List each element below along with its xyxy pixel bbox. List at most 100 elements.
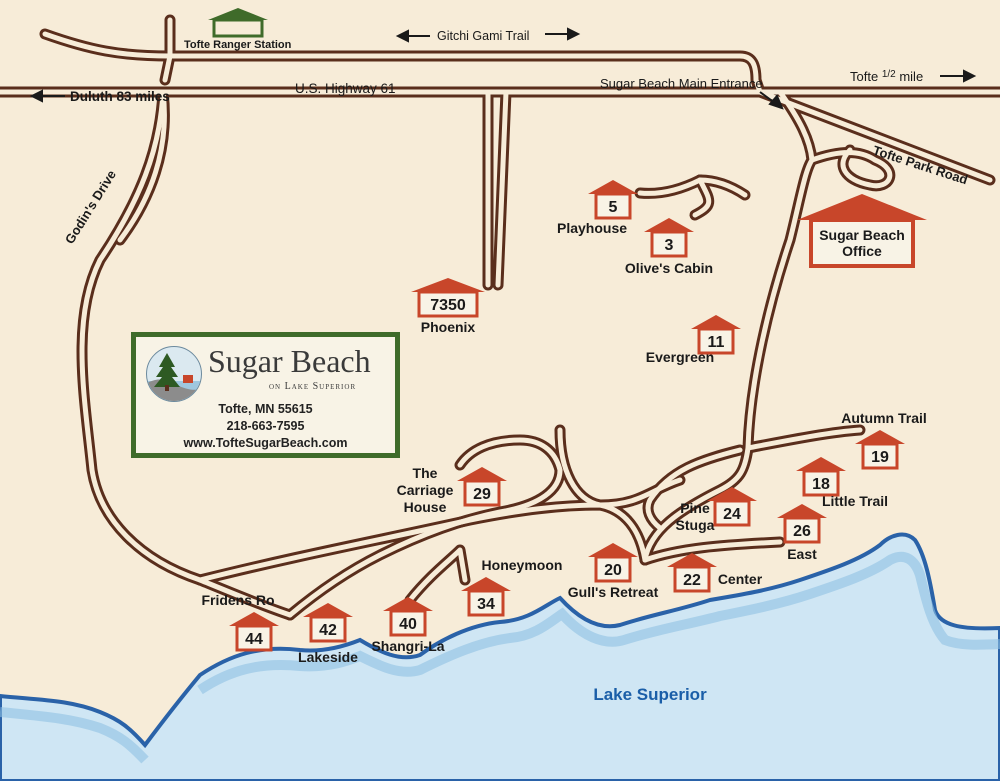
cabin-number-box bbox=[594, 555, 632, 583]
direction-arrows bbox=[29, 27, 977, 110]
cabin-roof-icon bbox=[796, 457, 846, 471]
lake-superior-water bbox=[0, 532, 1000, 781]
cabin-number-box bbox=[802, 469, 840, 497]
cabin-number: 24 bbox=[723, 506, 741, 523]
cabin-number-box bbox=[417, 290, 479, 318]
cabin-number: 19 bbox=[871, 449, 889, 466]
office-line1: Sugar Beach bbox=[819, 227, 905, 243]
ranger-station-label: Tofte Ranger Station bbox=[184, 39, 292, 51]
cabin-roof-icon bbox=[303, 603, 353, 617]
cabin-roof-icon bbox=[691, 315, 741, 329]
cabin-number: 26 bbox=[793, 523, 811, 540]
cabin-name: Phoenix bbox=[421, 319, 476, 335]
cabin-number: 18 bbox=[812, 476, 830, 493]
cabin-number: 3 bbox=[665, 237, 674, 254]
logo-contact: Tofte, MN 55615 218-663-7595 www.TofteSu… bbox=[136, 401, 395, 452]
cabin-number: 22 bbox=[683, 572, 701, 589]
tree-cabin-emblem-icon bbox=[146, 346, 202, 402]
cabin-number: 11 bbox=[708, 334, 725, 351]
cabin-34[interactable]: 34 Honeymoon bbox=[461, 557, 563, 617]
cabin-number-box bbox=[389, 609, 427, 637]
cabin-number: 44 bbox=[245, 631, 263, 648]
cabin-number-box bbox=[594, 192, 632, 220]
cabin-roof-icon bbox=[457, 467, 507, 481]
cabin-number-box bbox=[463, 479, 501, 507]
cabin-number-box bbox=[861, 442, 899, 470]
sugar-beach-office[interactable]: Sugar Beach Office bbox=[797, 194, 927, 268]
logo-address: Tofte, MN 55615 bbox=[218, 402, 313, 416]
logo-phone: 218-663-7595 bbox=[226, 419, 305, 433]
logo-website[interactable]: www.TofteSugarBeach.com bbox=[183, 436, 348, 450]
cabin-name: Playhouse bbox=[557, 220, 627, 236]
cabin-number-box bbox=[309, 615, 347, 643]
cabin-roof-icon bbox=[411, 278, 485, 292]
cabin-name: Center bbox=[718, 571, 763, 587]
cabin-name: Gull's Retreat bbox=[568, 584, 659, 600]
logo-subtitle: on Lake Superior bbox=[269, 381, 357, 392]
road-network bbox=[0, 14, 1000, 621]
cabin-name: East bbox=[787, 546, 817, 562]
cabin-name: Olive's Cabin bbox=[625, 260, 713, 276]
cabin-19[interactable]: 19 Autumn Trail bbox=[841, 410, 927, 470]
cabin-roof-icon bbox=[461, 577, 511, 591]
cabin-name: Little Trail bbox=[822, 493, 888, 509]
cabin-name: Fridens Ro bbox=[201, 592, 274, 608]
cabin-roof-icon bbox=[383, 597, 433, 611]
sugar-beach-logo-card: Sugar Beach on Lake Superior Tofte, MN 5… bbox=[131, 332, 400, 458]
gitchi-gami-label: Gitchi Gami Trail bbox=[437, 29, 529, 43]
office-line2: Office bbox=[842, 243, 882, 259]
cabin-44[interactable]: 44 Fridens Ro bbox=[201, 592, 279, 652]
cabin-number-box bbox=[650, 230, 688, 258]
cabin-roof-icon bbox=[707, 487, 757, 501]
cabin-22[interactable]: 22 Center bbox=[667, 553, 763, 593]
cabin-number-box bbox=[673, 565, 711, 593]
cabin-roof-icon bbox=[777, 504, 827, 518]
cabin-number-box bbox=[697, 327, 735, 355]
duluth-label: Duluth 83 miles bbox=[70, 89, 170, 104]
cabin-name: Honeymoon bbox=[482, 557, 563, 573]
main-entrance-label: Sugar Beach Main Entrance bbox=[600, 76, 763, 91]
ranger-station-icon bbox=[208, 8, 268, 38]
cabin-name: Autumn Trail bbox=[841, 410, 927, 426]
cabin-number-box bbox=[713, 499, 751, 527]
cabin-roof-icon bbox=[229, 612, 279, 626]
cabin-roof-icon bbox=[588, 180, 638, 194]
cabin-number-box bbox=[783, 516, 821, 544]
cabin-number-box bbox=[235, 624, 273, 652]
cabin-number: 42 bbox=[319, 622, 337, 639]
cabin-number-box bbox=[467, 589, 505, 617]
tofte-distance-label: Tofte 1/2 mile bbox=[850, 65, 923, 84]
cabin-roof-icon bbox=[667, 553, 717, 567]
cabin-roof-icon bbox=[644, 218, 694, 232]
cabin-number: 34 bbox=[477, 596, 495, 613]
highway-label: U.S. Highway 61 bbox=[295, 81, 396, 96]
cabin-name: Evergreen bbox=[646, 349, 714, 365]
cabin-name: Shangri-La bbox=[371, 638, 444, 654]
lake-shore-shadow bbox=[0, 551, 1000, 764]
cabin-number: 29 bbox=[473, 486, 491, 503]
cabin-name: Lakeside bbox=[298, 649, 358, 665]
cabin-number: 7350 bbox=[430, 297, 466, 314]
cabin-number: 5 bbox=[609, 199, 618, 216]
lake-superior-label: Lake Superior bbox=[593, 685, 707, 704]
cabin-roof-icon bbox=[855, 430, 905, 444]
cabin-number: 40 bbox=[399, 616, 417, 633]
cabin-number: 20 bbox=[604, 562, 622, 579]
cabin-roof-icon bbox=[588, 543, 638, 557]
